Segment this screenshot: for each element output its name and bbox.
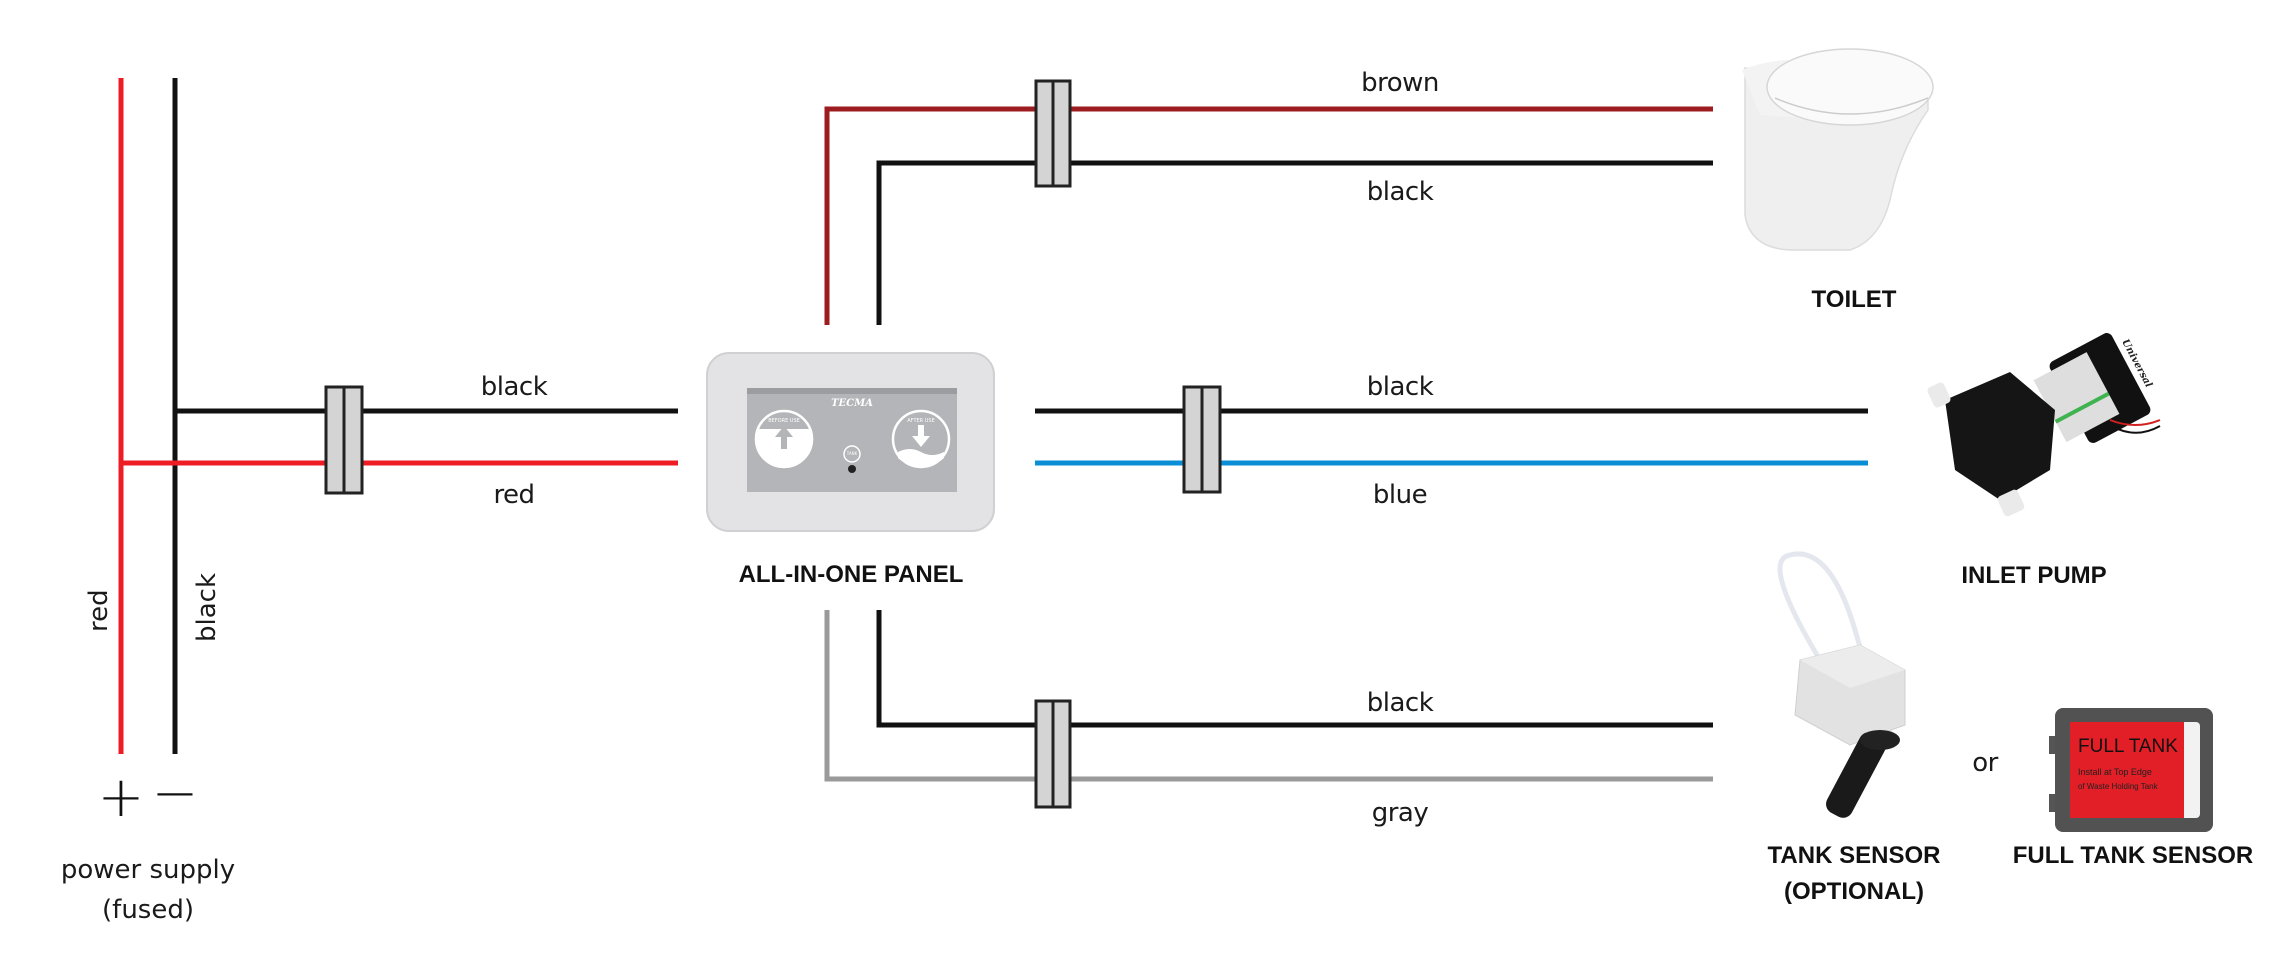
wire-label-power-black: black [192,572,222,642]
before-use-caption: BEFORE USE [768,418,800,424]
wire-label-toilet-brown: brown [1361,68,1439,98]
wire-sensor-black [876,610,1713,728]
toilet-image [1742,48,1934,251]
full-tank-instruction-2: of Waste Holding Tank [2078,782,2158,791]
wire-label-supply-red: red [493,480,535,510]
minus-terminal-icon: − [151,761,199,826]
plus-terminal-icon: + [97,765,145,830]
tank-sensor-title: TANK SENSOR (OPTIONAL) [1768,838,1941,910]
wire-label-supply-black: black [480,372,548,402]
inlet-pump-image [1927,333,2161,517]
tank-sensor-title-line1: TANK SENSOR [1767,842,1941,869]
full-tank-instruction-1: Install at Top Edge [2078,767,2152,777]
connector-toilet [1034,79,1072,188]
inlet-pump-title: INLET PUMP [1961,562,2107,589]
tank-indicator [843,445,861,473]
power-supply-label: power supply (fused) [61,850,235,930]
wire-label-power-red: red [84,589,114,632]
wire-label-sensor-black: black [1366,688,1434,718]
connector-sensor [1034,699,1072,809]
after-use-caption: AFTER USE [907,418,935,424]
connector-supply [324,385,364,495]
full-tank-sensor-title: FULL TANK SENSOR [2012,842,2254,869]
tank-indicator-label: TANK [846,451,858,456]
wire-toilet-black [876,160,1713,325]
wire-label-pump-black: black [1366,372,1434,402]
tank-sensor-image [1777,551,1906,818]
wire-label-pump-blue: blue [1372,480,1428,510]
power-supply-line1: power supply [60,855,236,885]
all-in-one-panel [706,352,995,532]
wire-sensor-gray [824,610,1713,782]
wire-label-toilet-black: black [1366,177,1434,207]
connector-pump [1182,385,1222,494]
tank-sensor-title-line2: (OPTIONAL) [1784,878,1924,905]
wire-toilet-brown [824,106,1713,325]
panel-brand: TECMA [831,398,873,409]
or-label: or [1972,748,1998,778]
power-supply-line2: (fused) [102,895,194,925]
toilet-title: TOILET [1811,286,1897,313]
wire-label-sensor-gray: gray [1371,798,1429,828]
panel-title: ALL-IN-ONE PANEL [738,561,964,588]
full-tank-heading: FULL TANK [2078,736,2178,757]
after-use-button[interactable] [891,409,951,469]
before-use-button[interactable] [754,409,814,469]
full-tank-sensor-image [2049,708,2213,832]
